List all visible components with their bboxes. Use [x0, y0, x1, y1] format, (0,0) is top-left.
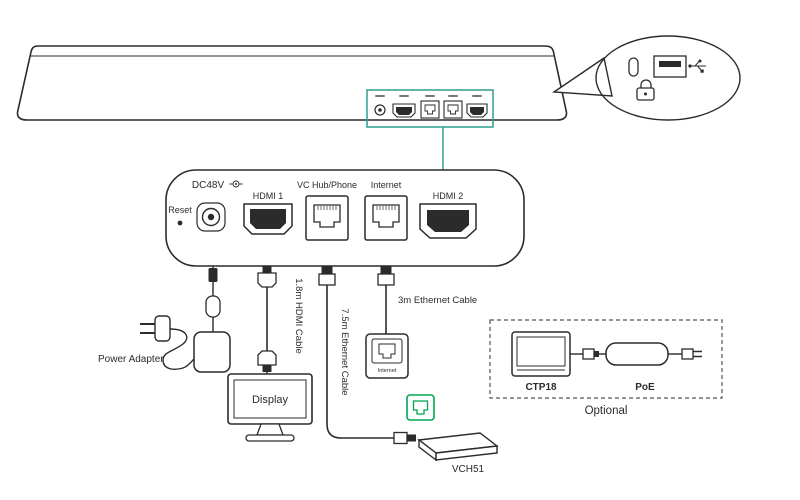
dc-plug-connector	[208, 268, 218, 282]
ethernet-long-label: 7.5m Ethernet Cable	[339, 308, 350, 395]
callout-ellipse	[595, 35, 741, 121]
ctp18-label: CTP18	[525, 382, 557, 393]
rj45-connector-internet	[377, 273, 395, 286]
ctp18-device	[511, 331, 571, 377]
ac-cable	[162, 328, 195, 370]
dc-polarity-icon	[229, 180, 243, 188]
poe-plug-prongs	[693, 350, 702, 358]
hdmi1-label: HDMI 1	[253, 191, 284, 201]
port-highlight-box	[366, 89, 494, 128]
hdmi-chain: 1.8m HDMI Cable Display	[227, 266, 313, 442]
video-bar-body	[16, 45, 568, 121]
usb-c-port-icon	[628, 57, 639, 77]
hdmi2-label: HDMI 2	[433, 191, 464, 201]
video-bar-device	[16, 45, 568, 121]
bar-hdmi1-port-icon	[392, 103, 416, 118]
bar-port-cluster	[366, 89, 494, 128]
vch51-box	[417, 432, 499, 462]
poe-label: PoE	[635, 382, 655, 393]
poe-injector	[570, 342, 702, 366]
internet-wall-port: Internet	[365, 333, 409, 379]
ethernet-port-icon	[406, 394, 435, 421]
vch51-label: VCH51	[452, 464, 485, 475]
display-label: Display	[252, 394, 289, 406]
ethernet-long-chain: 7.5m Ethernet Cable	[318, 266, 416, 445]
bar-port-label-marks	[375, 95, 482, 97]
reset-label: Reset	[168, 205, 192, 215]
wall-port-label: Internet	[378, 368, 397, 374]
bar-dc-port-icon	[374, 104, 386, 116]
ac-wall-plug	[140, 315, 171, 342]
display-monitor: Display	[227, 373, 313, 442]
vc-hub-phone-label: VC Hub/Phone	[297, 180, 357, 190]
ethernet-short-chain: 3m Ethernet Cable Internet	[365, 266, 477, 379]
ethernet-long-cable-line	[326, 285, 394, 439]
callout-pointer	[551, 56, 613, 97]
optional-label: Optional	[585, 405, 628, 417]
dc48v-label: DC48V	[192, 180, 225, 191]
rj45-connector-vch51	[393, 431, 408, 445]
usb-symbol-icon	[688, 59, 706, 73]
hdmi-cable-label: 1.8m HDMI Cable	[293, 278, 304, 354]
display-stand	[256, 423, 284, 436]
power-adapter-label: Power Adapter	[98, 354, 164, 365]
security-lock-icon	[636, 79, 655, 101]
bar-rj45-port-icon-2	[443, 100, 463, 119]
internet-label: Internet	[371, 180, 402, 190]
rj45-connector-top	[318, 273, 336, 286]
usb-a-port-icon	[653, 55, 687, 78]
ports-panel-outline	[165, 169, 525, 267]
power-chain: Power Adapter	[98, 266, 231, 373]
power-adapter-body	[193, 331, 231, 373]
ferrite-bead	[205, 295, 221, 318]
hdmi-connector-top	[257, 272, 277, 288]
internet-port	[364, 195, 408, 241]
vc-hub-phone-port	[305, 195, 349, 241]
poe-body	[605, 342, 669, 366]
ports-panel: DC48V Reset HDMI 1 VC Hub/Phone Internet	[165, 169, 525, 267]
usb-callout-balloon	[551, 35, 741, 121]
reset-pinhole	[177, 220, 183, 226]
hdmi-connector-bottom	[257, 350, 277, 366]
bar-hdmi2-port-icon	[466, 103, 488, 118]
dc-power-port	[196, 202, 226, 232]
ethernet-short-label: 3m Ethernet Cable	[398, 295, 477, 306]
optional-group: CTP18 PoE Optional	[489, 319, 723, 417]
vch51-device: VCH51	[406, 394, 499, 475]
hdmi1-port	[243, 203, 293, 235]
callout-icons	[628, 55, 706, 101]
hdmi2-port	[419, 203, 477, 239]
display-base	[245, 434, 295, 442]
bar-rj45-port-icon-1	[420, 100, 440, 119]
optional-dashed-box	[489, 319, 723, 399]
